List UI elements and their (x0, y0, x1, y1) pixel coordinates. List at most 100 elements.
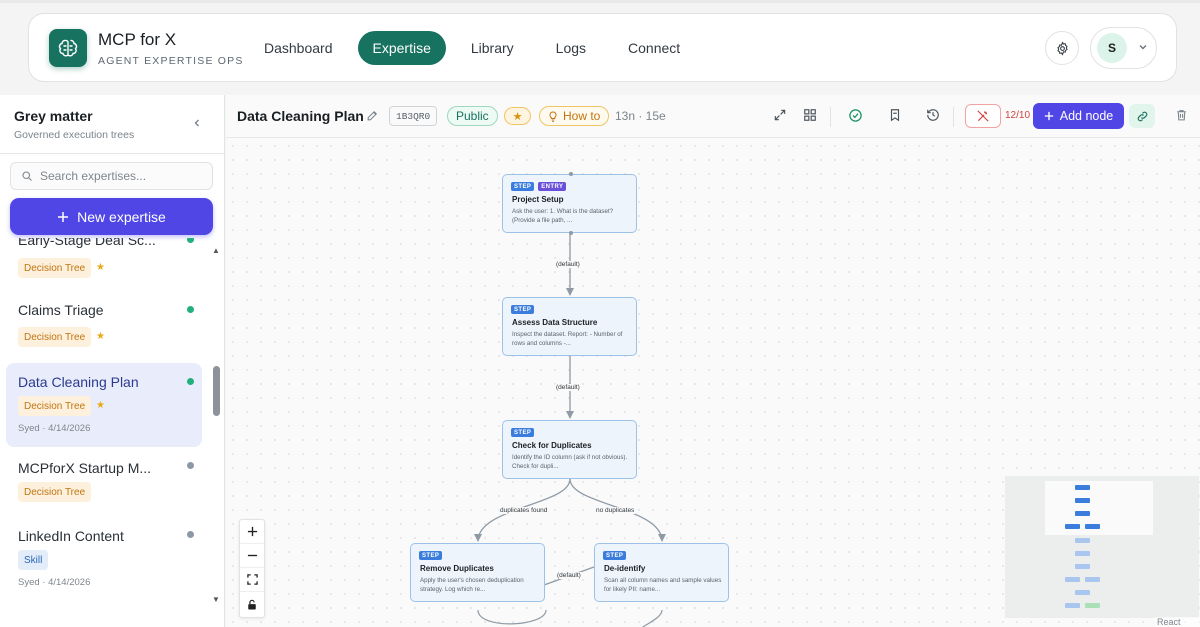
status-dot (187, 378, 194, 385)
node-edge-counts: 13n · 15e (615, 109, 666, 123)
edge-label: (default) (555, 384, 581, 391)
list-item[interactable]: Claims Triage Decision Tree ★ (6, 298, 202, 358)
fit-view-icon (246, 574, 258, 585)
status-dot (187, 531, 194, 538)
flow-node-check-for-duplicates[interactable]: STEP Check for Duplicates Identify the I… (502, 420, 637, 479)
new-expertise-button[interactable]: New expertise (10, 198, 213, 235)
node-handle[interactable] (569, 231, 573, 235)
grid-layout-icon[interactable] (803, 108, 817, 122)
node-badges: STEP (419, 551, 443, 560)
type-badge: Skill (18, 550, 49, 570)
nav-logs[interactable]: Logs (555, 40, 587, 56)
step-badge: STEP (419, 551, 443, 560)
status-dot (187, 306, 194, 313)
toolbar-separator (953, 107, 954, 127)
type-badge: Decision Tree (18, 258, 92, 278)
list-item-name: MCPforX Startup M... (18, 460, 152, 476)
app-title: MCP for X (98, 30, 177, 49)
toolbar-separator (830, 107, 831, 127)
pencil-icon[interactable] (366, 109, 379, 122)
bookmark-icon[interactable] (888, 108, 902, 122)
node-badges: STEP (511, 428, 535, 437)
list-item-active[interactable]: Data Cleaning Plan Decision Tree ★ Syed … (6, 363, 202, 447)
edge-label: duplicates found (499, 507, 549, 514)
history-icon[interactable] (926, 108, 940, 122)
visibility-badge[interactable]: Public (447, 106, 498, 126)
list-item-name: Early-Stage Deal Sc... (18, 238, 156, 248)
add-node-label: Add node (1059, 109, 1114, 123)
scrollbar-thumb[interactable] (213, 366, 220, 416)
user-menu-button[interactable]: S (1090, 27, 1157, 69)
fit-view-button[interactable] (240, 568, 264, 592)
minimap-node (1065, 603, 1080, 608)
expertise-list: Early-Stage Deal Sc... Decision Tree ★ C… (0, 238, 210, 608)
search-icon (22, 171, 32, 181)
minimap[interactable] (1005, 476, 1199, 618)
doc-title: Data Cleaning Plan (237, 108, 364, 124)
check-circle-icon[interactable] (848, 108, 863, 123)
expand-icon[interactable] (773, 108, 787, 122)
kind-badge[interactable]: How to (539, 106, 610, 126)
plus-icon (247, 526, 257, 537)
nav-dashboard[interactable]: Dashboard (264, 40, 333, 56)
minimap-node (1085, 524, 1100, 529)
node-badges: STEP (511, 305, 535, 314)
lock-button[interactable] (240, 592, 264, 616)
zoom-in-button[interactable] (240, 520, 264, 544)
node-description: Inspect the dataset. Report: - Number of… (512, 331, 623, 347)
minimap-node (1075, 498, 1090, 503)
node-title: Check for Duplicates (512, 441, 592, 450)
gear-icon (1056, 40, 1068, 56)
plus-icon (1044, 111, 1053, 121)
minimap-node (1075, 590, 1090, 595)
share-link-button[interactable] (1129, 104, 1155, 128)
nav-expertise[interactable]: Expertise (357, 31, 446, 65)
chevron-left-icon[interactable] (191, 117, 203, 129)
step-badge: STEP (603, 551, 627, 560)
minimap-node (1075, 538, 1090, 543)
add-node-button[interactable]: Add node (1033, 103, 1124, 129)
flow-node-remove-duplicates[interactable]: STEP Remove Duplicates Apply the user's … (410, 543, 545, 602)
sidebar-subtitle: Governed execution trees (14, 129, 135, 141)
list-item[interactable]: MCPforX Startup M... Decision Tree (6, 454, 202, 514)
list-item-name: LinkedIn Content (18, 528, 124, 544)
zoom-out-button[interactable] (240, 544, 264, 568)
node-title: De-identify (604, 564, 646, 573)
search-input[interactable] (40, 169, 200, 183)
scroll-down-arrow[interactable]: ▼ (212, 595, 220, 604)
step-badge: STEP (511, 182, 535, 191)
zoom-controls (239, 519, 265, 618)
list-item[interactable]: Early-Stage Deal Sc... Decision Tree ★ (6, 238, 202, 286)
settings-button[interactable] (1045, 31, 1079, 65)
magic-wand-off-icon (977, 110, 989, 122)
node-description: Identify the ID column (ask if not obvio… (512, 454, 628, 470)
scroll-up-arrow[interactable]: ▲ (212, 246, 220, 255)
flow-node-assess-data-structure[interactable]: STEP Assess Data Structure Inspect the d… (502, 297, 637, 356)
minimap-node (1065, 524, 1080, 529)
node-handle[interactable] (569, 172, 573, 176)
entry-badge: ENTRY (538, 182, 567, 191)
type-badge: Decision Tree (18, 396, 92, 416)
node-description: Apply the user's chosen deduplication st… (420, 577, 524, 593)
edge-label: no duplicates (595, 507, 636, 514)
brain-icon[interactable] (49, 29, 87, 67)
flow-node-de-identify[interactable]: STEP De-identify Scan all column names a… (594, 543, 729, 602)
validate-button[interactable] (965, 104, 1001, 128)
divider (0, 153, 224, 154)
item-meta: Syed · 4/14/2026 (18, 577, 91, 588)
trash-icon[interactable] (1175, 108, 1188, 122)
step-badge: STEP (511, 428, 535, 437)
minimap-node (1065, 577, 1080, 582)
type-badge: Decision Tree (18, 327, 92, 347)
nav-connect[interactable]: Connect (628, 40, 681, 56)
list-item[interactable]: LinkedIn Content Skill Syed · 4/14/2026 (6, 522, 202, 602)
minimap-node (1075, 485, 1090, 490)
star-toggle[interactable]: ★ (504, 107, 531, 125)
minus-icon (247, 554, 257, 557)
minimap-node (1085, 577, 1100, 582)
react-flow-attribution[interactable]: React Flow (1155, 617, 1200, 627)
node-description: Scan all column names and sample values … (604, 577, 722, 593)
nav-library[interactable]: Library (470, 40, 514, 56)
type-badge: Decision Tree (18, 482, 92, 502)
flow-node-project-setup[interactable]: STEP ENTRY Project Setup Ask the user: 1… (502, 172, 637, 235)
